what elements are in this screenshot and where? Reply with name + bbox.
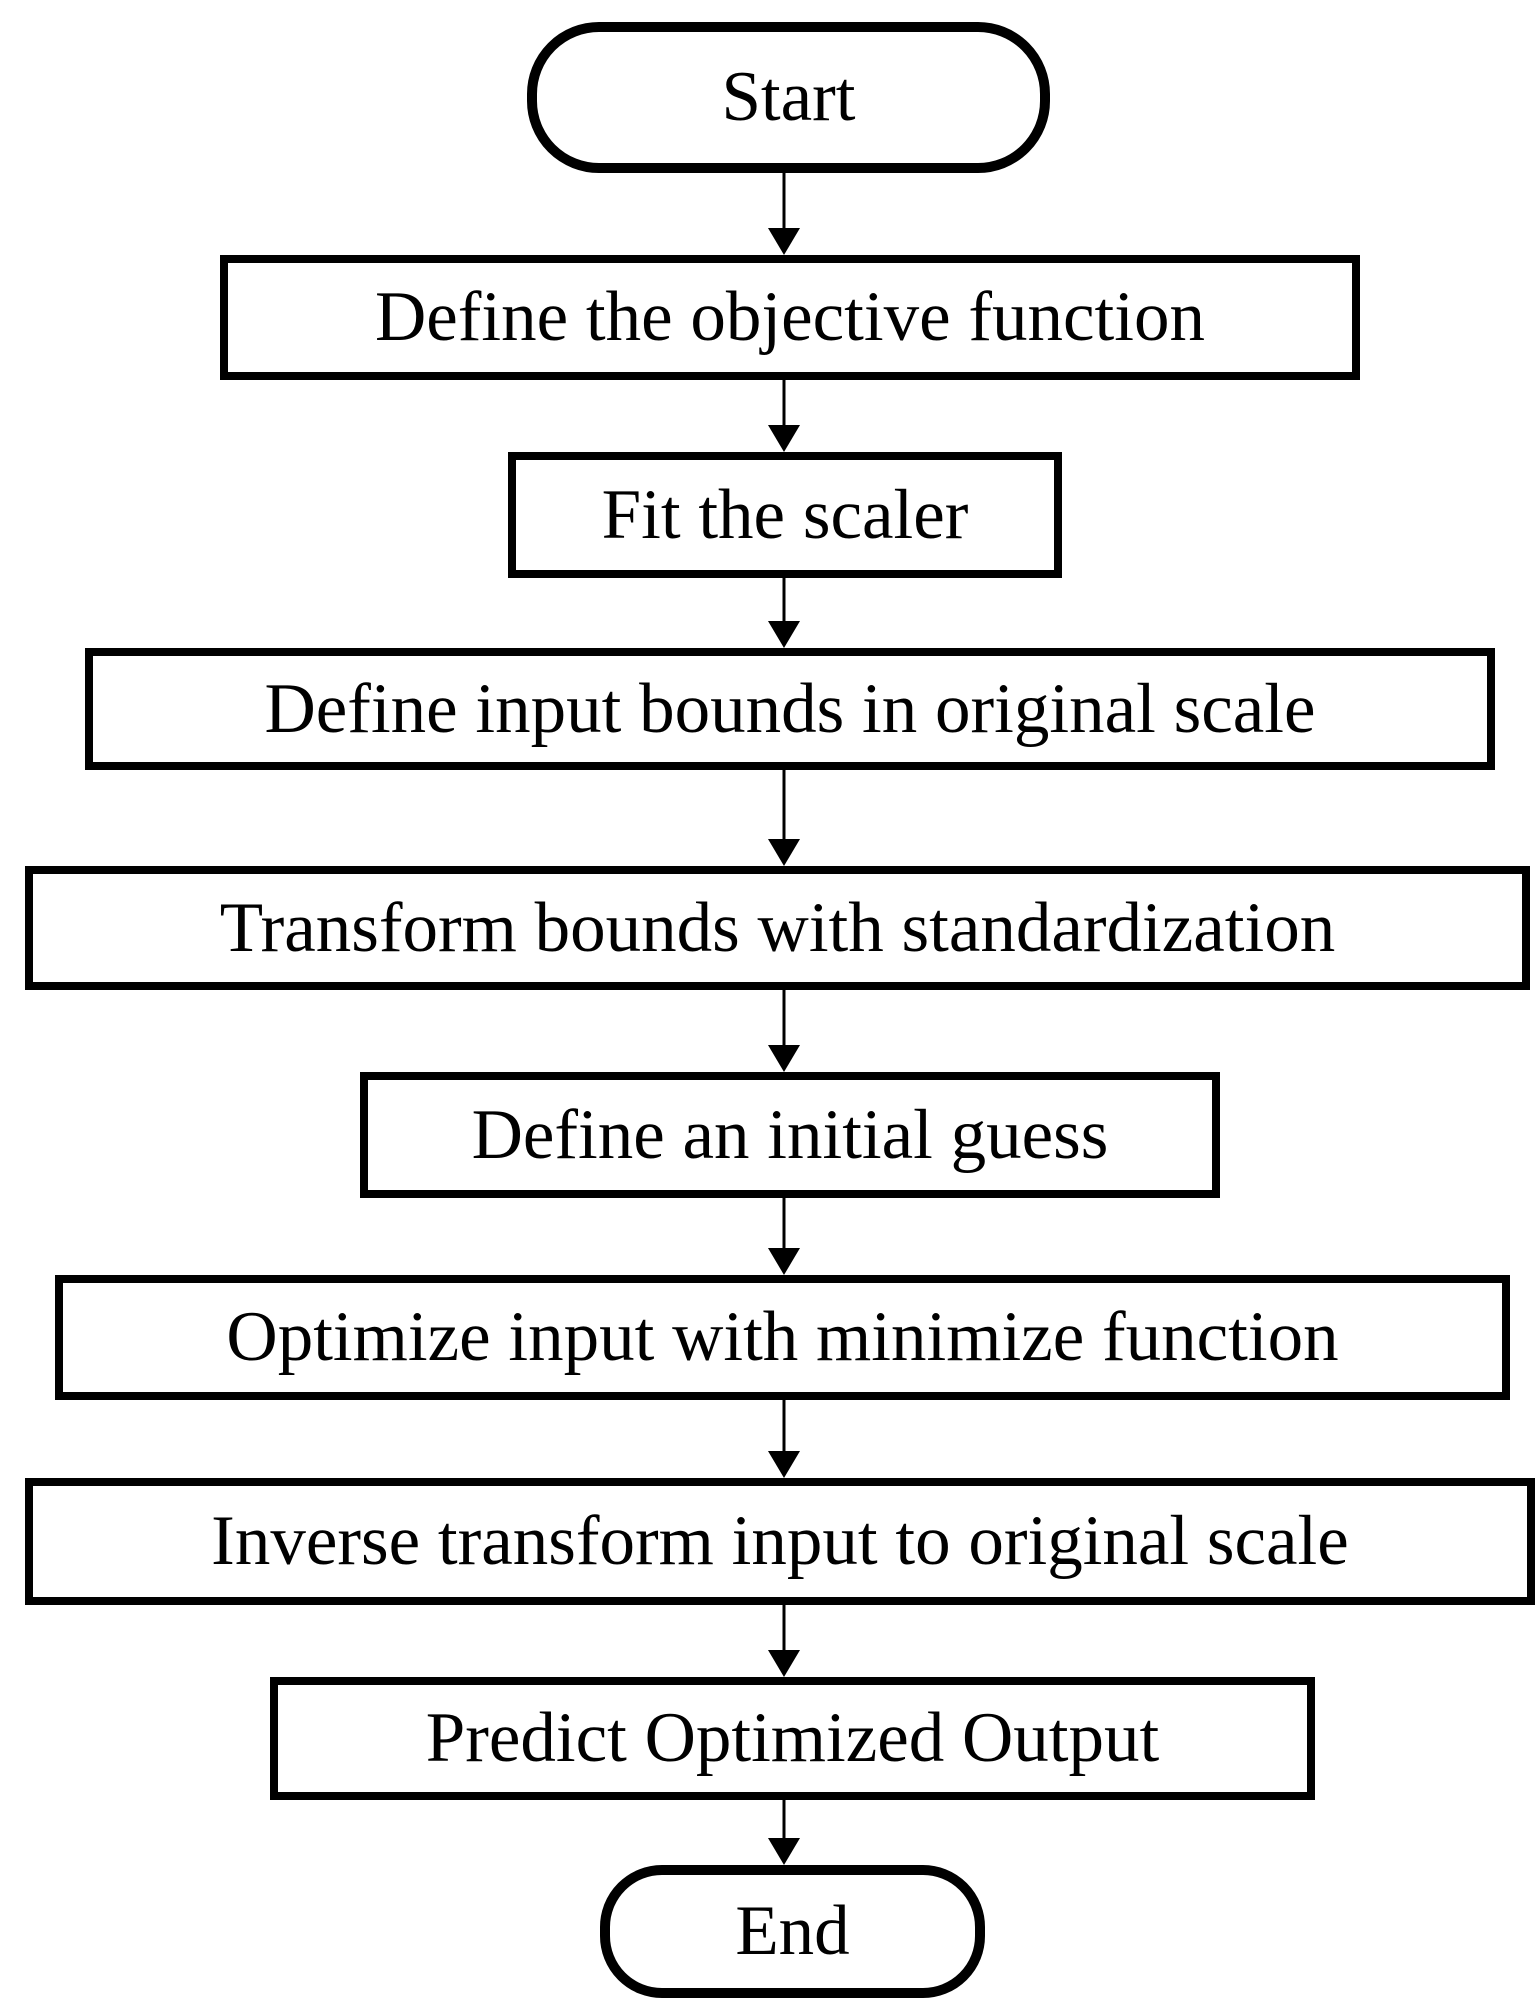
arrowhead-icon [768, 228, 800, 255]
arrow-optimize-input-to-inverse-transform-input [768, 1400, 800, 1478]
arrow-stem [782, 990, 786, 1048]
arrow-stem [782, 770, 786, 842]
arrowhead-icon [768, 839, 800, 866]
arrow-stem [782, 1605, 786, 1653]
arrow-transform-bounds-to-define-initial-guess [768, 990, 800, 1072]
arrow-fit-scaler-to-define-input-bounds [768, 578, 800, 648]
node-transform-bounds: Transform bounds with standardization [25, 866, 1530, 990]
arrow-stem [782, 578, 786, 624]
arrow-define-input-bounds-to-transform-bounds [768, 770, 800, 866]
arrow-stem [782, 1400, 786, 1454]
node-define-input-bounds-label: Define input bounds in original scale [264, 669, 1316, 748]
arrow-predict-optimized-output-to-end [768, 1800, 800, 1865]
node-optimize-input: Optimize input with minimize function [55, 1275, 1510, 1400]
node-end-label: End [735, 1892, 850, 1971]
arrowhead-icon [768, 425, 800, 452]
arrow-stem [782, 380, 786, 428]
node-start: Start [527, 22, 1050, 173]
node-define-initial-guess-label: Define an initial guess [471, 1095, 1109, 1174]
arrow-stem [782, 173, 786, 231]
node-predict-optimized-output: Predict Optimized Output [270, 1677, 1315, 1800]
node-end: End [600, 1865, 985, 1998]
arrow-inverse-transform-input-to-predict-optimized-output [768, 1605, 800, 1677]
node-transform-bounds-label: Transform bounds with standardization [219, 888, 1336, 967]
arrow-stem [782, 1198, 786, 1251]
node-start-label: Start [721, 58, 856, 137]
node-define-input-bounds: Define input bounds in original scale [85, 648, 1495, 770]
arrowhead-icon [768, 1650, 800, 1677]
arrow-start-to-define-objective-function [768, 173, 800, 255]
node-optimize-input-label: Optimize input with minimize function [226, 1298, 1339, 1377]
node-inverse-transform-input: Inverse transform input to original scal… [25, 1478, 1535, 1605]
arrowhead-icon [768, 1838, 800, 1865]
arrowhead-icon [768, 1045, 800, 1072]
node-predict-optimized-output-label: Predict Optimized Output [425, 1699, 1160, 1778]
arrowhead-icon [768, 621, 800, 648]
arrow-define-objective-function-to-fit-scaler [768, 380, 800, 452]
arrowhead-icon [768, 1248, 800, 1275]
node-define-initial-guess: Define an initial guess [360, 1072, 1220, 1198]
node-fit-scaler: Fit the scaler [508, 452, 1062, 578]
node-fit-scaler-label: Fit the scaler [601, 475, 969, 554]
node-inverse-transform-input-label: Inverse transform input to original scal… [211, 1502, 1349, 1581]
arrow-define-initial-guess-to-optimize-input [768, 1198, 800, 1275]
arrowhead-icon [768, 1451, 800, 1478]
node-define-objective-function-label: Define the objective function [375, 278, 1205, 357]
arrow-stem [782, 1800, 786, 1841]
node-define-objective-function: Define the objective function [220, 255, 1360, 380]
